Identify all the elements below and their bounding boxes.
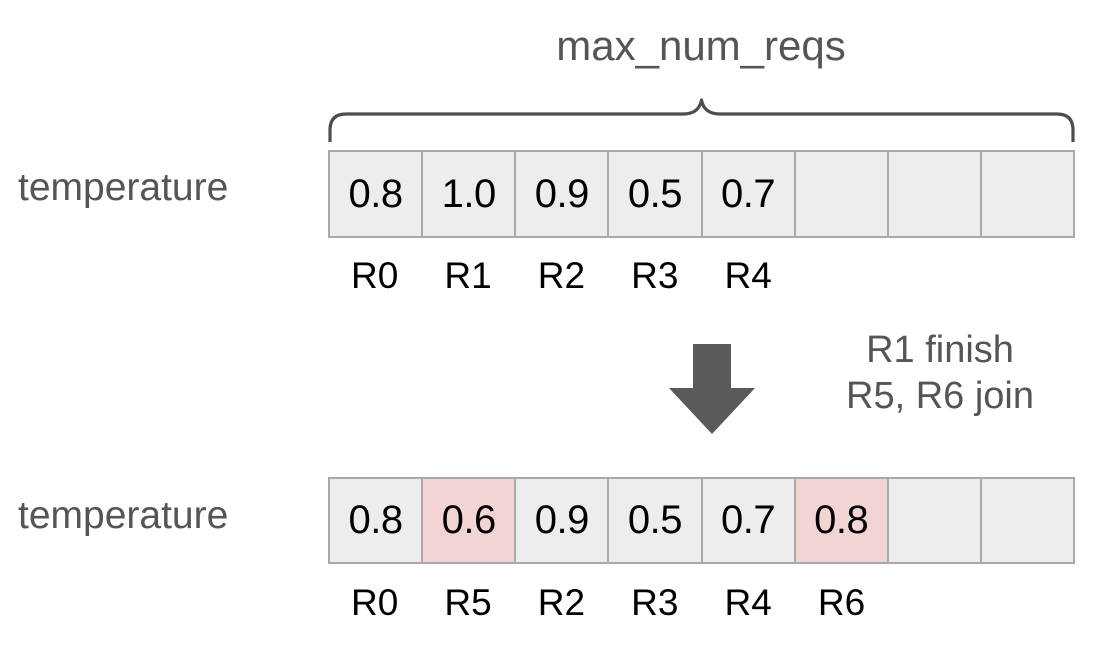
request-id-label — [982, 582, 1075, 624]
request-id-label: R0 — [351, 255, 399, 296]
array-cell[interactable] — [888, 479, 982, 562]
request-id-label — [888, 255, 981, 297]
request-id-labels-before: R0 R1 R2 R3 R4 — [328, 255, 1075, 297]
array-cell[interactable] — [795, 152, 889, 236]
down-arrow-icon — [665, 342, 759, 436]
page-title: max_num_reqs — [0, 22, 1110, 70]
annotation-line-1: R1 finish — [866, 329, 1014, 371]
annotation-line-2: R5, R6 join — [846, 375, 1034, 418]
temperature-array-before: 0.8 1.0 0.9 0.5 0.7 — [328, 150, 1075, 238]
array-cell[interactable]: 0.5 — [609, 479, 703, 562]
curly-brace-icon — [328, 96, 1075, 142]
array-cell[interactable]: 0.7 — [702, 152, 796, 236]
array-cell[interactable]: 0.8 — [330, 152, 424, 236]
array-cell[interactable]: 1.0 — [423, 152, 517, 236]
request-id-label — [795, 255, 888, 297]
array-cell-highlighted[interactable]: 0.6 — [423, 479, 517, 562]
request-id-label — [982, 255, 1075, 297]
array-cell[interactable]: 0.7 — [702, 479, 796, 562]
request-id-label: R2 — [537, 255, 586, 296]
row-label-before: temperature — [18, 166, 229, 209]
request-id-labels-after: R0 R5 R2 R3 R4 R6 — [328, 582, 1075, 624]
request-id-label: R2 — [537, 582, 586, 623]
request-id-label: R5 — [444, 582, 492, 623]
request-id-label: R6 — [817, 582, 866, 623]
request-id-label: R3 — [631, 582, 679, 623]
page-title-text: max_num_reqs — [556, 22, 846, 69]
row-label-after: temperature — [18, 494, 229, 537]
array-cell[interactable] — [981, 479, 1073, 562]
array-cell[interactable]: 0.8 — [330, 479, 424, 562]
temperature-array-after: 0.8 0.6 0.9 0.5 0.7 0.8 — [328, 477, 1075, 564]
request-id-label: R1 — [444, 255, 492, 296]
transition-annotation: R1 finish R5, R6 join — [790, 327, 1090, 420]
array-cell[interactable] — [981, 152, 1073, 236]
request-id-label — [888, 582, 981, 624]
request-id-label: R0 — [351, 582, 399, 623]
request-id-label: R4 — [724, 582, 772, 623]
array-cell[interactable] — [888, 152, 982, 236]
array-cell[interactable]: 0.9 — [516, 152, 610, 236]
request-id-label: R3 — [631, 255, 679, 296]
array-cell[interactable]: 0.5 — [609, 152, 703, 236]
array-cell-highlighted[interactable]: 0.8 — [795, 479, 889, 562]
request-id-label: R4 — [724, 255, 772, 296]
array-cell[interactable]: 0.9 — [516, 479, 610, 562]
